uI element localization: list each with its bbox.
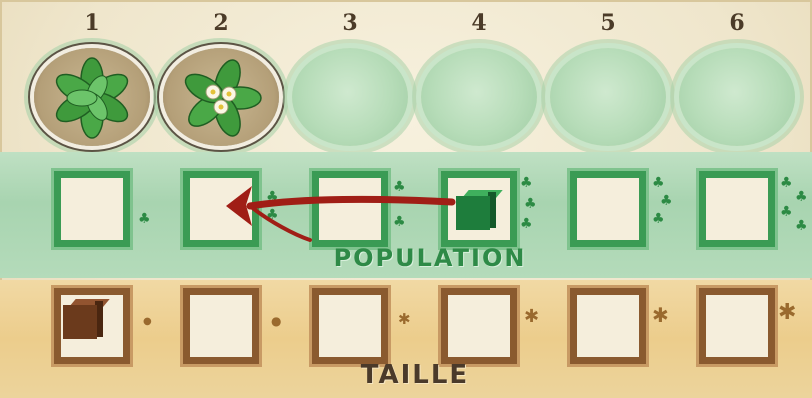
footprint-icon: ♣ xyxy=(520,217,533,231)
size-slot-3[interactable] xyxy=(312,288,388,364)
footprint-icon: ♣ xyxy=(652,176,665,190)
footprint-icon: ♣ xyxy=(780,176,793,190)
column-number-4: 4 xyxy=(459,10,499,36)
population-label: POPULATION xyxy=(300,244,560,272)
column-numbers: 1 2 3 4 5 6 xyxy=(0,4,812,38)
footprint-icon: ♣ xyxy=(520,176,533,190)
column-number-5: 5 xyxy=(588,10,628,36)
footprint-icon: ♣ xyxy=(266,190,279,204)
empty-disc-3[interactable] xyxy=(292,48,408,146)
size-mark-icon: ✱ xyxy=(652,308,669,322)
size-label: TAILLE xyxy=(330,360,500,390)
footprint-icon: ♣ xyxy=(652,212,665,226)
column-number-1: 1 xyxy=(72,10,112,36)
flowering-plant-disc[interactable] xyxy=(163,48,279,146)
footprint-icon: ♣ xyxy=(393,180,406,194)
column-number-3: 3 xyxy=(330,10,370,36)
footprint-icon: ♣ xyxy=(795,190,808,204)
population-cube[interactable] xyxy=(456,190,496,230)
size-mark-icon: ● xyxy=(271,314,281,328)
empty-disc-5[interactable] xyxy=(550,48,666,146)
size-slot-2[interactable] xyxy=(183,288,259,364)
size-cube[interactable] xyxy=(63,299,103,339)
empty-disc-6[interactable] xyxy=(679,48,795,146)
size-slot-5[interactable] xyxy=(570,288,646,364)
footprint-icon: ♣ xyxy=(660,194,673,208)
footprint-icon: ♣ xyxy=(138,212,151,226)
footprint-icon: ♣ xyxy=(393,215,406,229)
footprint-icon: ♣ xyxy=(795,219,808,233)
column-number-6: 6 xyxy=(717,10,757,36)
population-slot-1[interactable] xyxy=(54,171,130,247)
size-mark-icon: ✱ xyxy=(524,310,539,324)
leafy-plant-disc[interactable] xyxy=(34,48,150,146)
size-mark-icon: ✱ xyxy=(398,312,411,326)
flowering-plant-icon xyxy=(163,48,279,146)
size-slot-6[interactable] xyxy=(699,288,775,364)
population-slot-6[interactable] xyxy=(699,171,775,247)
footprint-icon: ♣ xyxy=(266,208,279,222)
population-slot-2[interactable] xyxy=(183,171,259,247)
plant-discs xyxy=(0,48,812,148)
empty-disc-4[interactable] xyxy=(421,48,537,146)
footprint-icon: ♣ xyxy=(524,197,537,211)
size-mark-icon: ● xyxy=(143,315,152,329)
size-mark-icon: ✱ xyxy=(778,306,796,320)
column-number-2: 2 xyxy=(201,10,241,36)
size-slot-1[interactable] xyxy=(54,288,130,364)
size-slot-4[interactable] xyxy=(441,288,517,364)
population-slot-3[interactable] xyxy=(312,171,388,247)
footprint-icon: ♣ xyxy=(780,205,793,219)
population-slot-4[interactable] xyxy=(441,171,517,247)
population-slot-5[interactable] xyxy=(570,171,646,247)
leafy-plant-icon xyxy=(34,48,150,146)
